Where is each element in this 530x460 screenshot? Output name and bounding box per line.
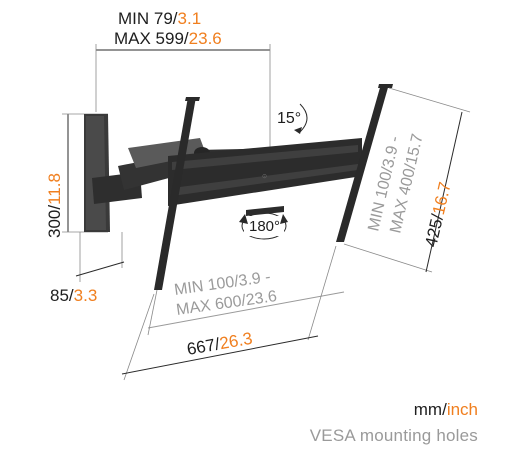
- svg-text:MIN 79/3.1: MIN 79/3.1: [118, 9, 201, 28]
- vesa-horizontal-line: [147, 291, 345, 329]
- plate-height-line: [425, 111, 463, 273]
- plate-height-ext-bottom: [343, 243, 433, 273]
- height-mm: 300/: [45, 205, 64, 238]
- svg-text:667/26.3: 667/26.3: [185, 329, 253, 359]
- depth-dimension: 85/3.3: [50, 232, 125, 305]
- tv-bracket-right-cap: [378, 84, 393, 88]
- tv-plate-top-rail: [172, 145, 358, 170]
- vesa-horizontal-dimension: MIN 100/3.9 - MAX 600/23.6: [147, 269, 345, 336]
- plate-height-inch: 16.7: [429, 180, 455, 217]
- plate-width-line: [121, 335, 319, 375]
- swivel-arrow-right-icon: [280, 214, 288, 224]
- plate-height-dimension: 425/16.7: [421, 111, 463, 273]
- extension-min-inch: 3.1: [178, 9, 202, 28]
- plate-height-ext-top: [388, 87, 471, 113]
- svg-text:MAX 599/23.6: MAX 599/23.6: [114, 29, 222, 48]
- wall-plate-face: [86, 116, 106, 230]
- svg-text:425/16.7: 425/16.7: [421, 180, 454, 249]
- height-inch: 11.8: [45, 173, 64, 205]
- depth-inch: 3.3: [74, 286, 98, 305]
- tv-bracket-right: [336, 84, 389, 242]
- vesa-caption: VESA mounting holes: [309, 426, 478, 445]
- extension-min-label: MIN 79/: [118, 9, 178, 28]
- tilt-arc: [299, 103, 308, 133]
- vesa-vertical-dimension: MIN 100/3.9 - MAX 400/15.7: [343, 87, 471, 273]
- vesa-horizontal-ext-left: [147, 289, 158, 336]
- extension-dimension: MIN 79/3.1 MAX 599/23.6: [95, 9, 271, 150]
- plate-height-mm: 425/: [421, 212, 447, 249]
- swivel-head: [246, 206, 284, 216]
- plate-width-ext-right: [307, 245, 337, 341]
- units-inch: inch: [446, 400, 478, 419]
- wall-mount-product: ⊙: [84, 84, 393, 290]
- tv-bracket-left-cap: [185, 97, 200, 101]
- units-mm: mm/: [413, 400, 447, 419]
- depth-mm: 85/: [50, 286, 74, 305]
- product-logo: ⊙: [262, 174, 267, 180]
- tv-bracket-left: [154, 97, 196, 290]
- extension-max-label: MAX 599/: [114, 29, 189, 48]
- units-legend: mm/inch: [414, 400, 478, 420]
- plate-width-ext-left: [123, 293, 155, 381]
- tilt-arrow-icon: [294, 127, 302, 134]
- swivel-indicator: 180°: [239, 206, 288, 240]
- depth-dimension-line: [75, 261, 125, 277]
- tilt-label: 15°: [277, 110, 301, 127]
- swivel-label: 180°: [249, 218, 280, 235]
- tilt-indicator: 15°: [277, 103, 308, 134]
- swivel-arrow-left-icon: [239, 214, 248, 224]
- tv-plate-bottom-rail: [172, 164, 358, 196]
- svg-text:85/3.3: 85/3.3: [50, 286, 97, 305]
- extension-max-inch: 23.6: [189, 29, 222, 48]
- svg-text:300/11.8: 300/11.8: [45, 173, 64, 238]
